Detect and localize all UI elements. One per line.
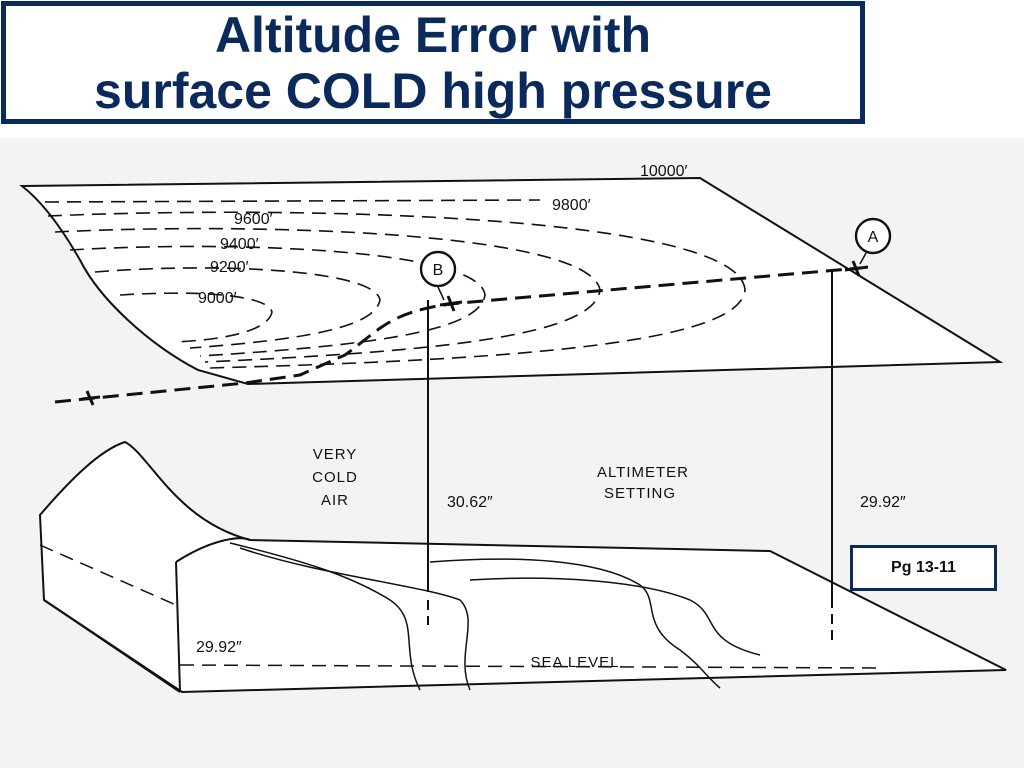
marker-b-leader xyxy=(437,286,445,301)
air-mass-line-3: AIR xyxy=(321,492,349,509)
contour-line-9800 xyxy=(44,199,541,203)
altimeter-line-1: ALTIMETER xyxy=(597,464,689,481)
title-box: Altitude Error with surface COLD high pr… xyxy=(1,1,865,124)
sea-level-line-left xyxy=(39,544,177,606)
contour-line-9200 xyxy=(69,245,486,357)
aircraft-icon-b xyxy=(439,295,463,312)
label-9800: 9800′ xyxy=(552,197,591,214)
air-mass-line-1: VERY xyxy=(313,446,358,463)
label-10000: 10000′ xyxy=(640,163,688,180)
terrain-front-edge xyxy=(175,561,181,693)
title-line-2: surface COLD high pressure xyxy=(94,62,772,119)
marker-b-circle xyxy=(419,250,457,288)
sea-level-line-front xyxy=(179,664,881,669)
marker-a-label: A xyxy=(868,229,879,246)
aircraft-icon-a xyxy=(844,260,869,277)
marker-a-circle xyxy=(854,217,892,255)
aircraft-icons xyxy=(81,260,869,406)
river-line-1 xyxy=(229,542,421,691)
page-reference: Pg 13-11 xyxy=(891,559,956,576)
title-line-1: Altitude Error with xyxy=(214,6,652,63)
sea-level-label: SEA LEVEL xyxy=(530,654,619,671)
contour-line-inner xyxy=(119,292,273,343)
contour-line-9000 xyxy=(94,267,381,349)
sea-level-lines xyxy=(39,544,881,669)
label-9000: 9000′ xyxy=(198,290,237,307)
marker-a-leader xyxy=(859,252,867,265)
air-mass-line-2: COLD xyxy=(312,469,358,486)
setting-left-value: 29.92″ xyxy=(196,639,242,656)
river-line-2 xyxy=(239,547,471,691)
contour-lines xyxy=(44,199,746,369)
marker-b-label: B xyxy=(433,262,444,279)
terrain-ridge xyxy=(175,537,251,563)
river-line-4 xyxy=(469,577,761,656)
altimeter-line-2: SETTING xyxy=(604,485,676,502)
terrain-left-edge xyxy=(43,599,181,693)
setting-a-value: 29.92″ xyxy=(860,494,906,511)
label-9400: 9400′ xyxy=(220,236,259,253)
aircraft-icon-left xyxy=(81,390,101,406)
contour-line-9400 xyxy=(54,227,601,363)
label-9200: 9200′ xyxy=(210,259,249,276)
setting-b-value: 30.62″ xyxy=(447,494,493,511)
label-9600: 9600′ xyxy=(234,211,273,228)
contour-line-9600 xyxy=(47,211,746,369)
river-line-3 xyxy=(429,558,721,689)
river-lines xyxy=(229,542,761,691)
page-reference-box: Pg 13-11 xyxy=(850,545,997,591)
